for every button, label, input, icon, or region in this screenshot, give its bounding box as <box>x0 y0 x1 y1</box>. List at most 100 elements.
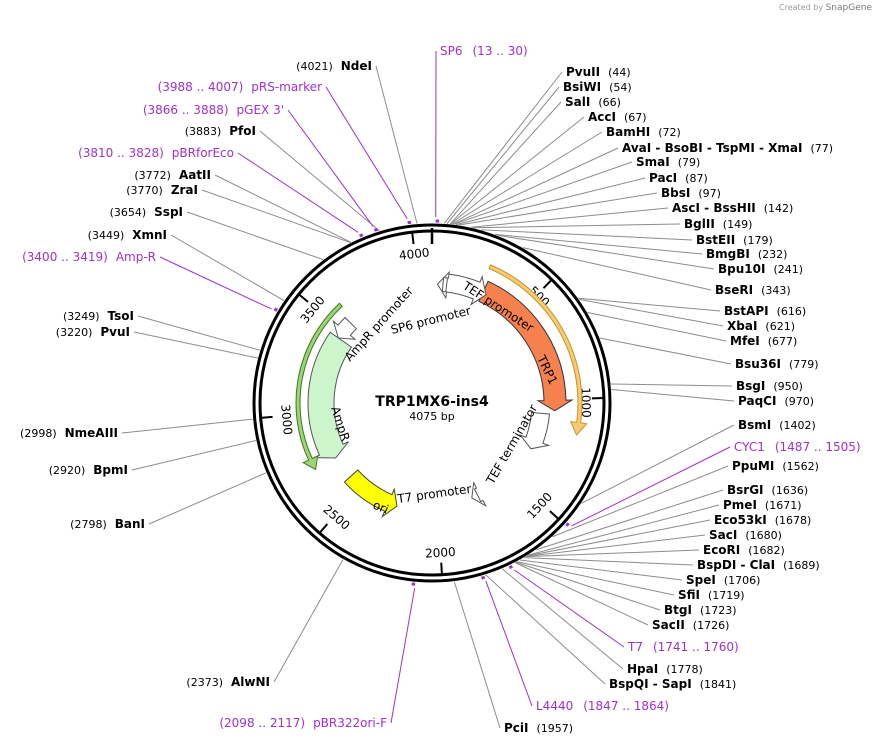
leader-line <box>133 331 258 359</box>
leader-line <box>525 549 700 558</box>
site-hpai[interactable]: HpaI(1778) <box>627 662 703 676</box>
site-xbai[interactable]: XbaI(621) <box>727 319 795 333</box>
site-label: BsrGI(1636) <box>727 483 808 497</box>
primer-amp-r[interactable]: (3400 .. 3419)Amp-R <box>22 250 156 264</box>
site-paqci[interactable]: PaqCI(970) <box>738 394 814 408</box>
primer-pgex-3-[interactable]: (3866 .. 3888)pGEX 3' <box>143 103 284 117</box>
leader-line <box>522 247 712 291</box>
primer-label: (2098 .. 2117)pBR322ori-F <box>219 716 387 730</box>
site-bsgi[interactable]: BsgI(950) <box>736 379 803 393</box>
site-label: PacI(87) <box>649 171 708 185</box>
site-label: (2798)BanI <box>70 517 145 531</box>
primer-pbrforeco[interactable]: (3810 .. 3828)pBRforEco <box>78 146 234 160</box>
site-nmeaiii[interactable]: (2998)NmeAIII <box>20 426 118 440</box>
site-label: PvuII(44) <box>566 65 631 79</box>
site-acci[interactable]: AccI(67) <box>588 110 647 124</box>
site-ppumi[interactable]: PpuMI(1562) <box>732 459 819 473</box>
leader-line <box>451 131 603 225</box>
plasmid-length: 4075 bp <box>409 410 454 423</box>
site-bspdi[interactable]: BspDI - ClaI(1689) <box>697 558 820 572</box>
site-ndei[interactable]: (4021)NdeI <box>296 59 372 73</box>
site-aatii[interactable]: (3772)AatII <box>134 168 211 182</box>
primer-l4440[interactable]: L4440(1847 .. 1864) <box>536 699 669 713</box>
site-label: (3770)ZraI <box>126 183 198 197</box>
site-tsoi[interactable]: (3249)TsoI <box>63 309 134 323</box>
site-bpu10i[interactable]: Bpu10I(241) <box>718 262 803 276</box>
sp6-promoter-arrow <box>436 270 450 300</box>
leader-line <box>446 86 560 224</box>
site-pcii[interactable]: PciI(1957) <box>504 721 573 735</box>
site-zrai[interactable]: (3770)ZraI <box>126 183 198 197</box>
primer-label: L4440(1847 .. 1864) <box>536 699 669 713</box>
site-bamhi[interactable]: BamHI(72) <box>606 125 681 139</box>
site-bstapi[interactable]: BstAPI(616) <box>724 304 806 318</box>
scale-tick-2000 <box>440 562 443 575</box>
green-outer-arc <box>295 302 343 471</box>
site-bsiwi[interactable]: BsiWI(54) <box>563 80 632 94</box>
site-alwni[interactable]: (2373)AlwNI <box>186 675 270 689</box>
site-bbsi[interactable]: BbsI(97) <box>661 186 721 200</box>
site-pmei[interactable]: PmeI(1671) <box>723 498 801 512</box>
site-mfei[interactable]: MfeI(677) <box>730 334 797 348</box>
site-bmgbi[interactable]: BmgBI(232) <box>706 247 787 261</box>
scale-tick-3000 <box>260 415 273 419</box>
site-label: Bsu36I(779) <box>735 357 819 371</box>
primer-leader <box>325 86 408 219</box>
leader-line <box>514 562 649 626</box>
site-sfii[interactable]: SfiI(1719) <box>678 588 745 602</box>
site-btgi[interactable]: BtgI(1723) <box>664 603 737 617</box>
site-bseri[interactable]: BseRI(343) <box>715 283 791 297</box>
primer-cyc1[interactable]: CYC1(1487 .. 1505) <box>734 440 861 454</box>
label-ori: ori <box>371 498 391 517</box>
site-bsu36i[interactable]: Bsu36I(779) <box>735 357 819 371</box>
site-paci[interactable]: PacI(87) <box>649 171 708 185</box>
primer-label: (3810 .. 3828)pBRforEco <box>78 146 234 160</box>
primer-mark <box>508 564 513 570</box>
site-label: BsgI(950) <box>736 379 803 393</box>
site-label: (3883)PfoI <box>185 124 256 138</box>
site-bpmi[interactable]: (2920)BpmI <box>49 463 128 477</box>
primer-pbr322ori-f[interactable]: (2098 .. 2117)pBR322ori-F <box>219 716 387 730</box>
site-smai[interactable]: SmaI(79) <box>636 155 700 169</box>
orange-outer-arc <box>488 264 588 436</box>
primer-sp6[interactable]: SP6(13 .. 30) <box>440 44 528 58</box>
site-sali[interactable]: SalI(66) <box>565 95 621 109</box>
site-bglii[interactable]: BglII(149) <box>684 217 752 231</box>
site-eco53ki[interactable]: Eco53kI(1678) <box>714 513 811 527</box>
leader-line <box>485 574 606 685</box>
site-sspi[interactable]: (3654)SspI <box>110 205 183 219</box>
site-saci[interactable]: SacI(1680) <box>709 528 782 542</box>
site-bsteii[interactable]: BstEII(179) <box>696 233 773 247</box>
site-pvui[interactable]: (3220)PvuI <box>56 325 130 339</box>
site-pfoi[interactable]: (3883)PfoI <box>185 124 256 138</box>
site-label: BstAPI(616) <box>724 304 806 318</box>
primer-t7[interactable]: T7(1741 .. 1760) <box>627 640 739 654</box>
site-pvuii[interactable]: PvuII(44) <box>566 65 631 79</box>
scale-tick-4000 <box>411 232 415 245</box>
credit-prefix: Created by <box>779 3 824 12</box>
site-ecori[interactable]: EcoRI(1682) <box>703 543 785 557</box>
site-sacii[interactable]: SacII(1726) <box>652 618 729 632</box>
site-label: BtgI(1723) <box>664 603 737 617</box>
site-bsrgi[interactable]: BsrGI(1636) <box>727 483 808 497</box>
site-xmni[interactable]: (3449)XmnI <box>88 228 167 242</box>
tef-promoter-arrow <box>445 273 487 306</box>
leader-line <box>579 298 724 327</box>
site-label: SfiI(1719) <box>678 588 745 602</box>
site-bsmi[interactable]: BsmI(1402) <box>738 418 816 432</box>
leader-line <box>259 130 380 232</box>
site-asci[interactable]: AscI - BssHII(142) <box>672 201 793 215</box>
site-bspqi[interactable]: BspQI - SapI(1841) <box>609 677 736 691</box>
site-label: SpeI(1706) <box>686 573 760 587</box>
scale-tick-label-500: 500 <box>526 284 552 310</box>
site-spei[interactable]: SpeI(1706) <box>686 573 760 587</box>
primer-leader <box>485 580 533 707</box>
site-bani[interactable]: (2798)BanI <box>70 517 145 531</box>
site-label: Bpu10I(241) <box>718 262 803 276</box>
leader-line <box>515 561 661 611</box>
site-avai[interactable]: AvaI - BsoBI - TspMI - XmaI(77) <box>622 141 833 155</box>
scale-tick-1500 <box>549 510 560 520</box>
label-t7-promoter: T7 promoter <box>395 482 472 506</box>
site-label: SalI(66) <box>565 95 621 109</box>
primer-prs-marker[interactable]: (3988 .. 4007)pRS-marker <box>158 80 322 94</box>
